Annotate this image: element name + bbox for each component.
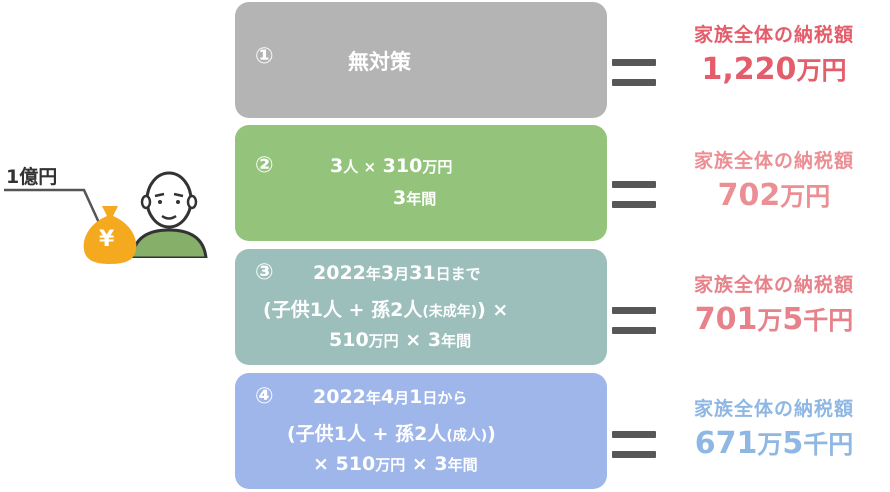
option-4-line-3: × 510万円 × 3年間 xyxy=(313,453,478,475)
option-4-number: ④ xyxy=(255,384,274,409)
option-4-line-1: 2022年4月1日から xyxy=(313,386,468,408)
option-3-box: ③ 2022年3月31日まで (子供1人 + 孫2人(未成年)) × 510万円… xyxy=(235,249,607,365)
equals-sign-3 xyxy=(612,307,656,337)
option-2-box: ② 3人 × 310万円 3年間 xyxy=(235,125,607,241)
option-2-line-2: 3年間 xyxy=(393,187,437,209)
option-1-result-label: 家族全体の納税額 xyxy=(693,24,854,46)
option-4-result-label: 家族全体の納税額 xyxy=(693,398,854,420)
option-2-line-1: 3人 × 310万円 xyxy=(330,155,453,177)
equals-sign-2 xyxy=(612,181,656,211)
option-3-number: ③ xyxy=(255,260,274,285)
option-2-number: ② xyxy=(255,153,274,178)
option-2-result-value: 702万円 xyxy=(717,178,831,213)
option-1-box: ① 無対策 xyxy=(235,2,607,118)
amount-label: 1億円 xyxy=(6,166,58,188)
money-bag-icon xyxy=(83,206,137,264)
option-4-line-2: (子供1人 + 孫2人(成人)) xyxy=(287,423,496,445)
option-3-result-label: 家族全体の納税額 xyxy=(693,274,854,296)
option-2-result: 家族全体の納税額 702万円 xyxy=(662,146,886,213)
option-4-result-value: 671万5千円 xyxy=(694,426,854,461)
option-3-line-1: 2022年3月31日まで xyxy=(313,262,481,284)
equals-sign-4 xyxy=(612,431,656,461)
leader-line xyxy=(4,188,102,226)
option-3-result-value: 701万5千円 xyxy=(694,302,854,337)
person-icon xyxy=(130,171,208,258)
yen-symbol: ¥ xyxy=(99,227,115,252)
option-1-title: 無対策 xyxy=(348,50,411,74)
option-1-number: ① xyxy=(255,44,274,69)
option-3-result: 家族全体の納税額 701万5千円 xyxy=(662,270,886,337)
option-4-box: ④ 2022年4月1日から (子供1人 + 孫2人(成人)) × 510万円 ×… xyxy=(235,373,607,489)
equals-sign-1 xyxy=(612,59,656,89)
option-1-result-value: 1,220万円 xyxy=(701,52,847,87)
option-1-result: 家族全体の納税額 1,220万円 xyxy=(662,20,886,87)
option-3-line-3: 510万円 × 3年間 xyxy=(329,329,472,351)
option-2-result-label: 家族全体の納税額 xyxy=(693,150,854,172)
option-4-result: 家族全体の納税額 671万5千円 xyxy=(662,394,886,461)
option-3-line-2: (子供1人 + 孫2人(未成年)) × xyxy=(263,299,509,321)
